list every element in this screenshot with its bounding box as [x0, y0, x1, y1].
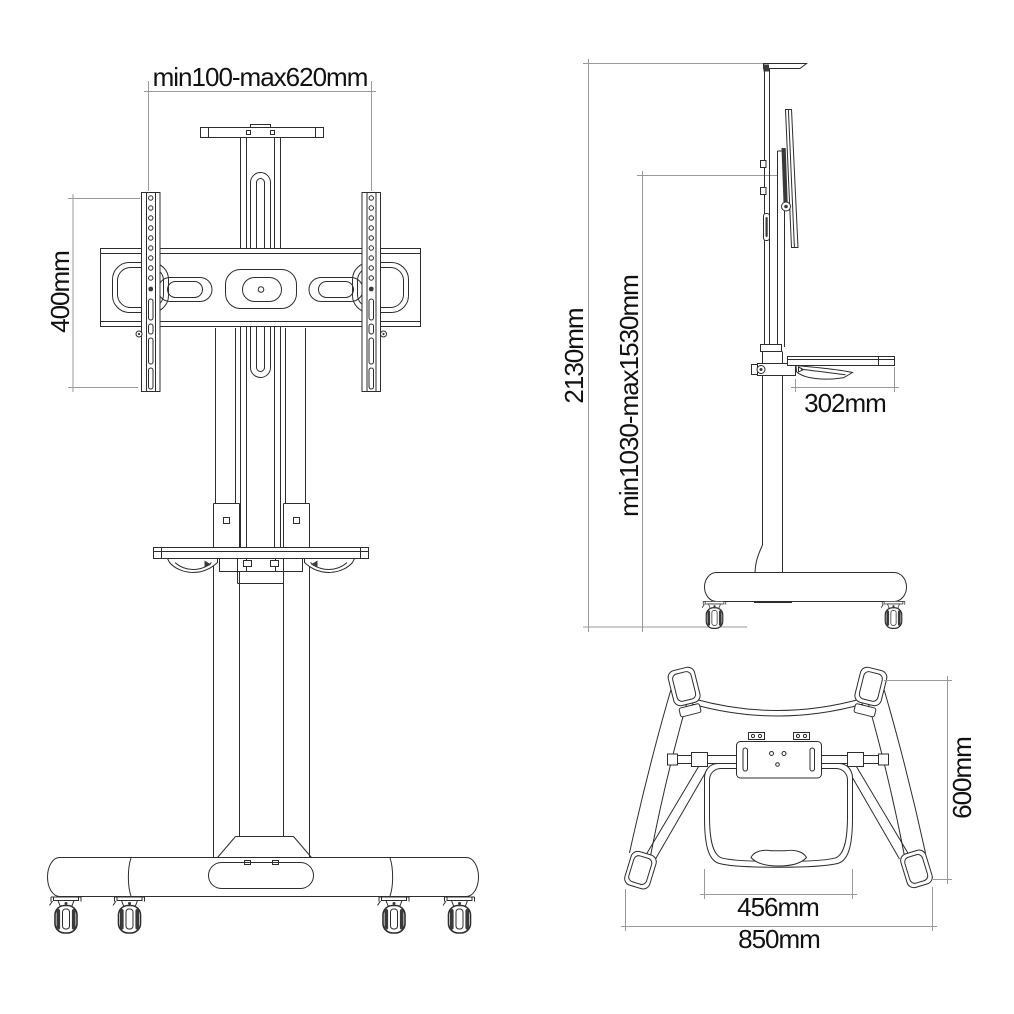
dim-label-base-width: 850mm — [738, 924, 820, 954]
side-view: 2130mm min1030-max1530mm 302mm — [559, 59, 907, 632]
dim-label-shelf-width: 456mm — [737, 892, 819, 922]
dim-label-vesa-height: 400mm — [45, 251, 75, 333]
top-view-legs — [624, 666, 933, 890]
side-height-range-dimension: min1030-max1530mm — [614, 171, 777, 632]
side-shelf-depth-dimension: 302mm — [791, 367, 899, 418]
front-center-column — [240, 137, 281, 548]
side-tv-plate — [760, 109, 799, 248]
front-lifting-tubes — [213, 328, 310, 857]
top-shelf-width-dimension: 456mm — [700, 869, 857, 922]
dim-label-total-height: 2130mm — [559, 308, 589, 403]
dim-label-shelf-depth: 302mm — [804, 388, 886, 418]
dim-label-height-range: min1030-max1530mm — [614, 275, 644, 517]
side-top-plate — [763, 63, 808, 72]
top-view: 600mm 456mm 850mm — [621, 666, 977, 954]
top-depth-dimension: 600mm — [884, 676, 977, 884]
caster-pad-front-left — [624, 850, 657, 890]
side-column — [754, 68, 785, 573]
caster-pad-rear-right — [853, 666, 888, 718]
top-base-width-dimension: 850mm — [621, 887, 937, 954]
top-view-shelf — [704, 763, 853, 868]
front-view: min100-max620mm 400mm — [45, 62, 479, 934]
vesa-rail-right — [361, 192, 387, 392]
vesa-rail-left — [135, 192, 161, 392]
front-shelf — [153, 547, 369, 584]
front-base — [47, 836, 479, 934]
top-view-mount-plate — [736, 732, 822, 779]
front-vesa-dimension: 400mm — [45, 194, 140, 392]
front-top-plate — [200, 124, 324, 138]
dim-label-base-depth: 600mm — [947, 737, 977, 819]
front-width-dimension: min100-max620mm — [144, 62, 376, 191]
side-shelf — [751, 356, 895, 380]
side-base — [701, 572, 907, 629]
caster-pad-front-right — [900, 849, 933, 889]
caster-pad-rear-left — [667, 666, 702, 718]
side-total-height-dimension: 2130mm — [559, 59, 763, 632]
dim-label-mount-width: min100-max620mm — [153, 62, 368, 92]
